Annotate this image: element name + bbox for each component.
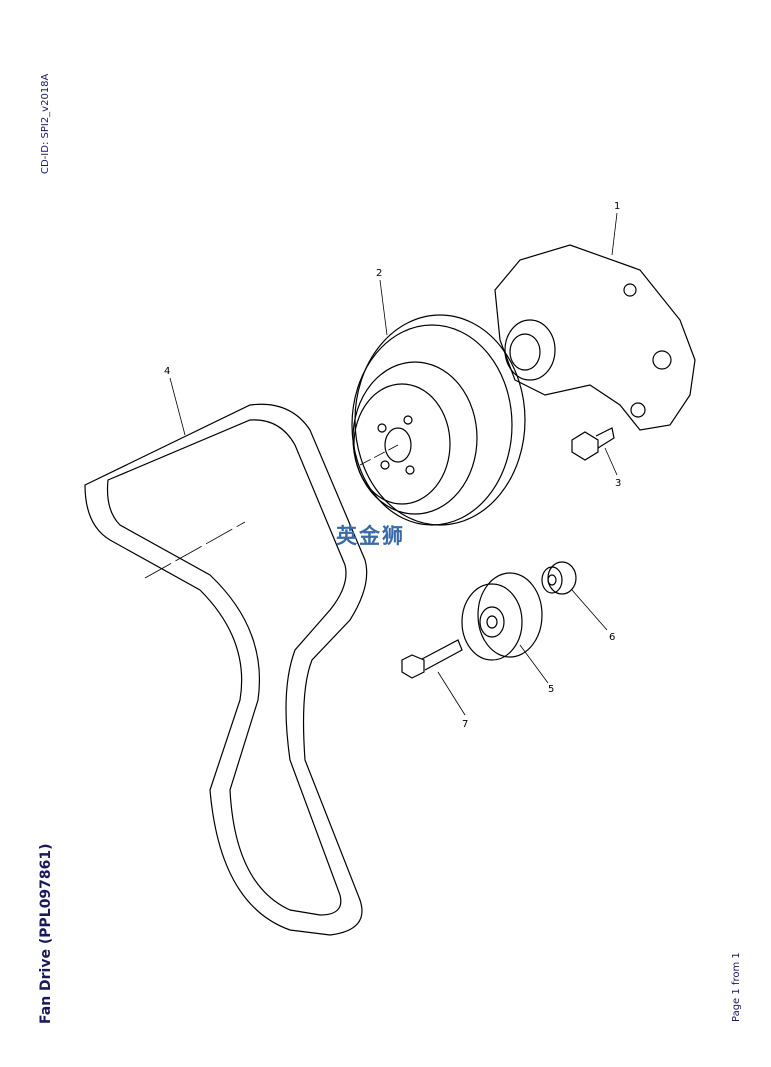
bolt: [571, 427, 615, 461]
callout-6: 6: [609, 632, 615, 643]
belt: [84, 403, 368, 936]
idler-pulley: [461, 572, 543, 661]
leader-lines: [144, 212, 618, 716]
callout-4: 4: [164, 366, 170, 377]
callout-1: 1: [614, 201, 620, 212]
watermark: 英金狮: [336, 524, 405, 548]
pulley: [351, 314, 526, 526]
long-bolt: [401, 639, 463, 679]
callout-5: 5: [548, 684, 554, 695]
callout-3: 3: [615, 478, 621, 489]
spacer: [541, 561, 577, 595]
callout-2: 2: [376, 268, 382, 279]
callout-7: 7: [462, 719, 468, 730]
water-pump: [494, 244, 696, 431]
